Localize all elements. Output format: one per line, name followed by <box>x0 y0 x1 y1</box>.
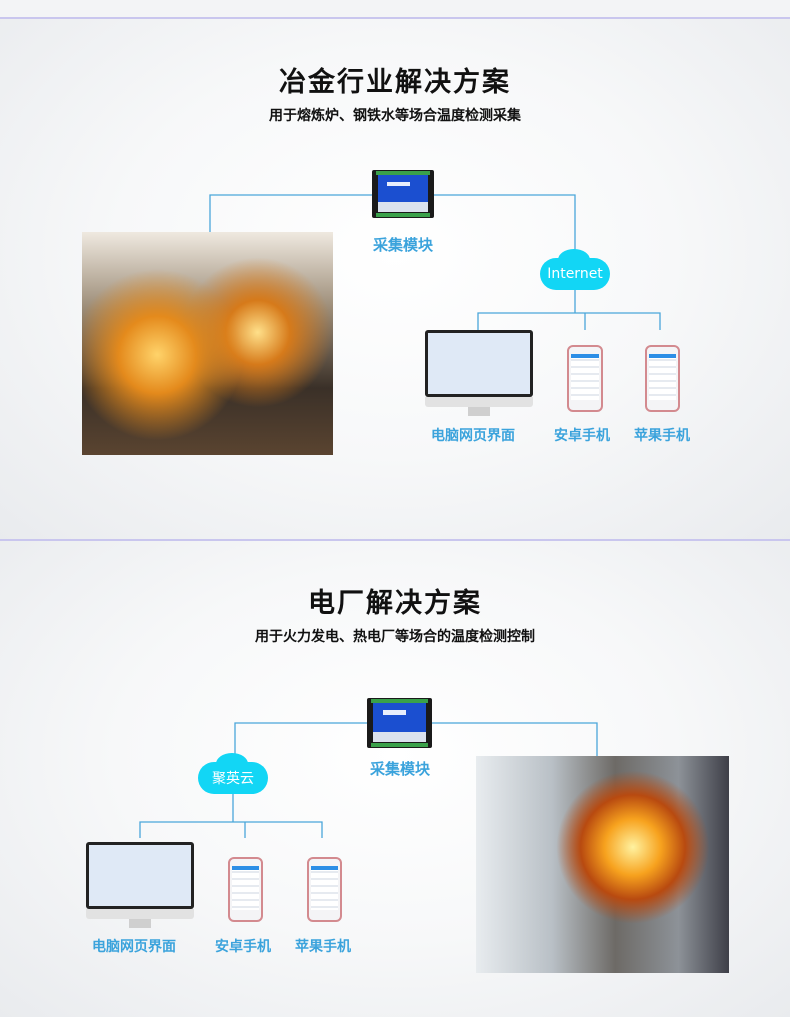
furnace-photo <box>476 756 729 973</box>
desktop-monitor-image <box>86 842 194 928</box>
desktop-monitor-image <box>425 330 533 416</box>
section-title: 冶金行业解决方案 <box>279 67 511 98</box>
cloud-label: 聚英云 <box>212 771 254 787</box>
client-label-ios: 苹果手机 <box>295 939 351 955</box>
cloud-icon: Internet <box>540 249 610 290</box>
mid-separator <box>0 539 790 541</box>
section-subtitle: 用于熔炼炉、钢铁水等场合温度检测采集 <box>269 108 521 124</box>
acquisition-module-image <box>372 170 434 218</box>
iphone-image <box>307 857 342 922</box>
client-label-ios: 苹果手机 <box>634 428 690 444</box>
section-title: 电厂解决方案 <box>308 588 482 619</box>
client-label-android: 安卓手机 <box>554 428 610 444</box>
client-label-web: 电脑网页界面 <box>92 939 176 955</box>
iphone-image <box>645 345 680 412</box>
top-separator <box>0 17 790 19</box>
section-subtitle: 用于火力发电、热电厂等场合的温度检测控制 <box>255 629 535 645</box>
cloud-icon: 聚英云 <box>198 753 268 794</box>
android-phone-image <box>567 345 603 412</box>
module-label: 采集模块 <box>372 236 434 254</box>
client-label-web: 电脑网页界面 <box>431 428 515 444</box>
android-phone-image <box>228 857 263 922</box>
cloud-label: Internet <box>547 266 603 282</box>
acquisition-module-image <box>367 698 432 748</box>
module-label: 采集模块 <box>369 760 431 778</box>
client-label-android: 安卓手机 <box>215 939 271 955</box>
steel-ladle-photo <box>82 232 333 455</box>
